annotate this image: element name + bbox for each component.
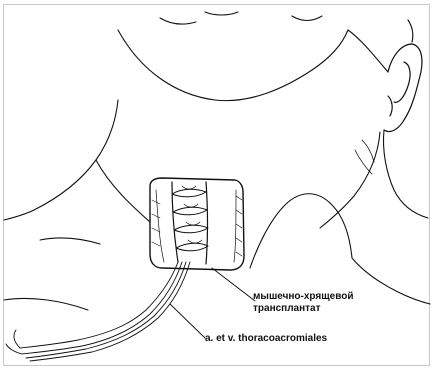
vascular-pedicle — [6, 262, 190, 361]
neck-outline — [4, 100, 430, 310]
graft-label-line1: мышечно-хрящевой — [253, 291, 354, 303]
jaw-outline — [118, 12, 388, 101]
graft-label-line2: трансплантат — [253, 303, 321, 315]
graft — [150, 178, 244, 270]
label-leaders — [170, 268, 255, 338]
vessels-label: a. et v. thoracoacromiales — [205, 333, 327, 345]
ear-outline — [384, 20, 422, 132]
